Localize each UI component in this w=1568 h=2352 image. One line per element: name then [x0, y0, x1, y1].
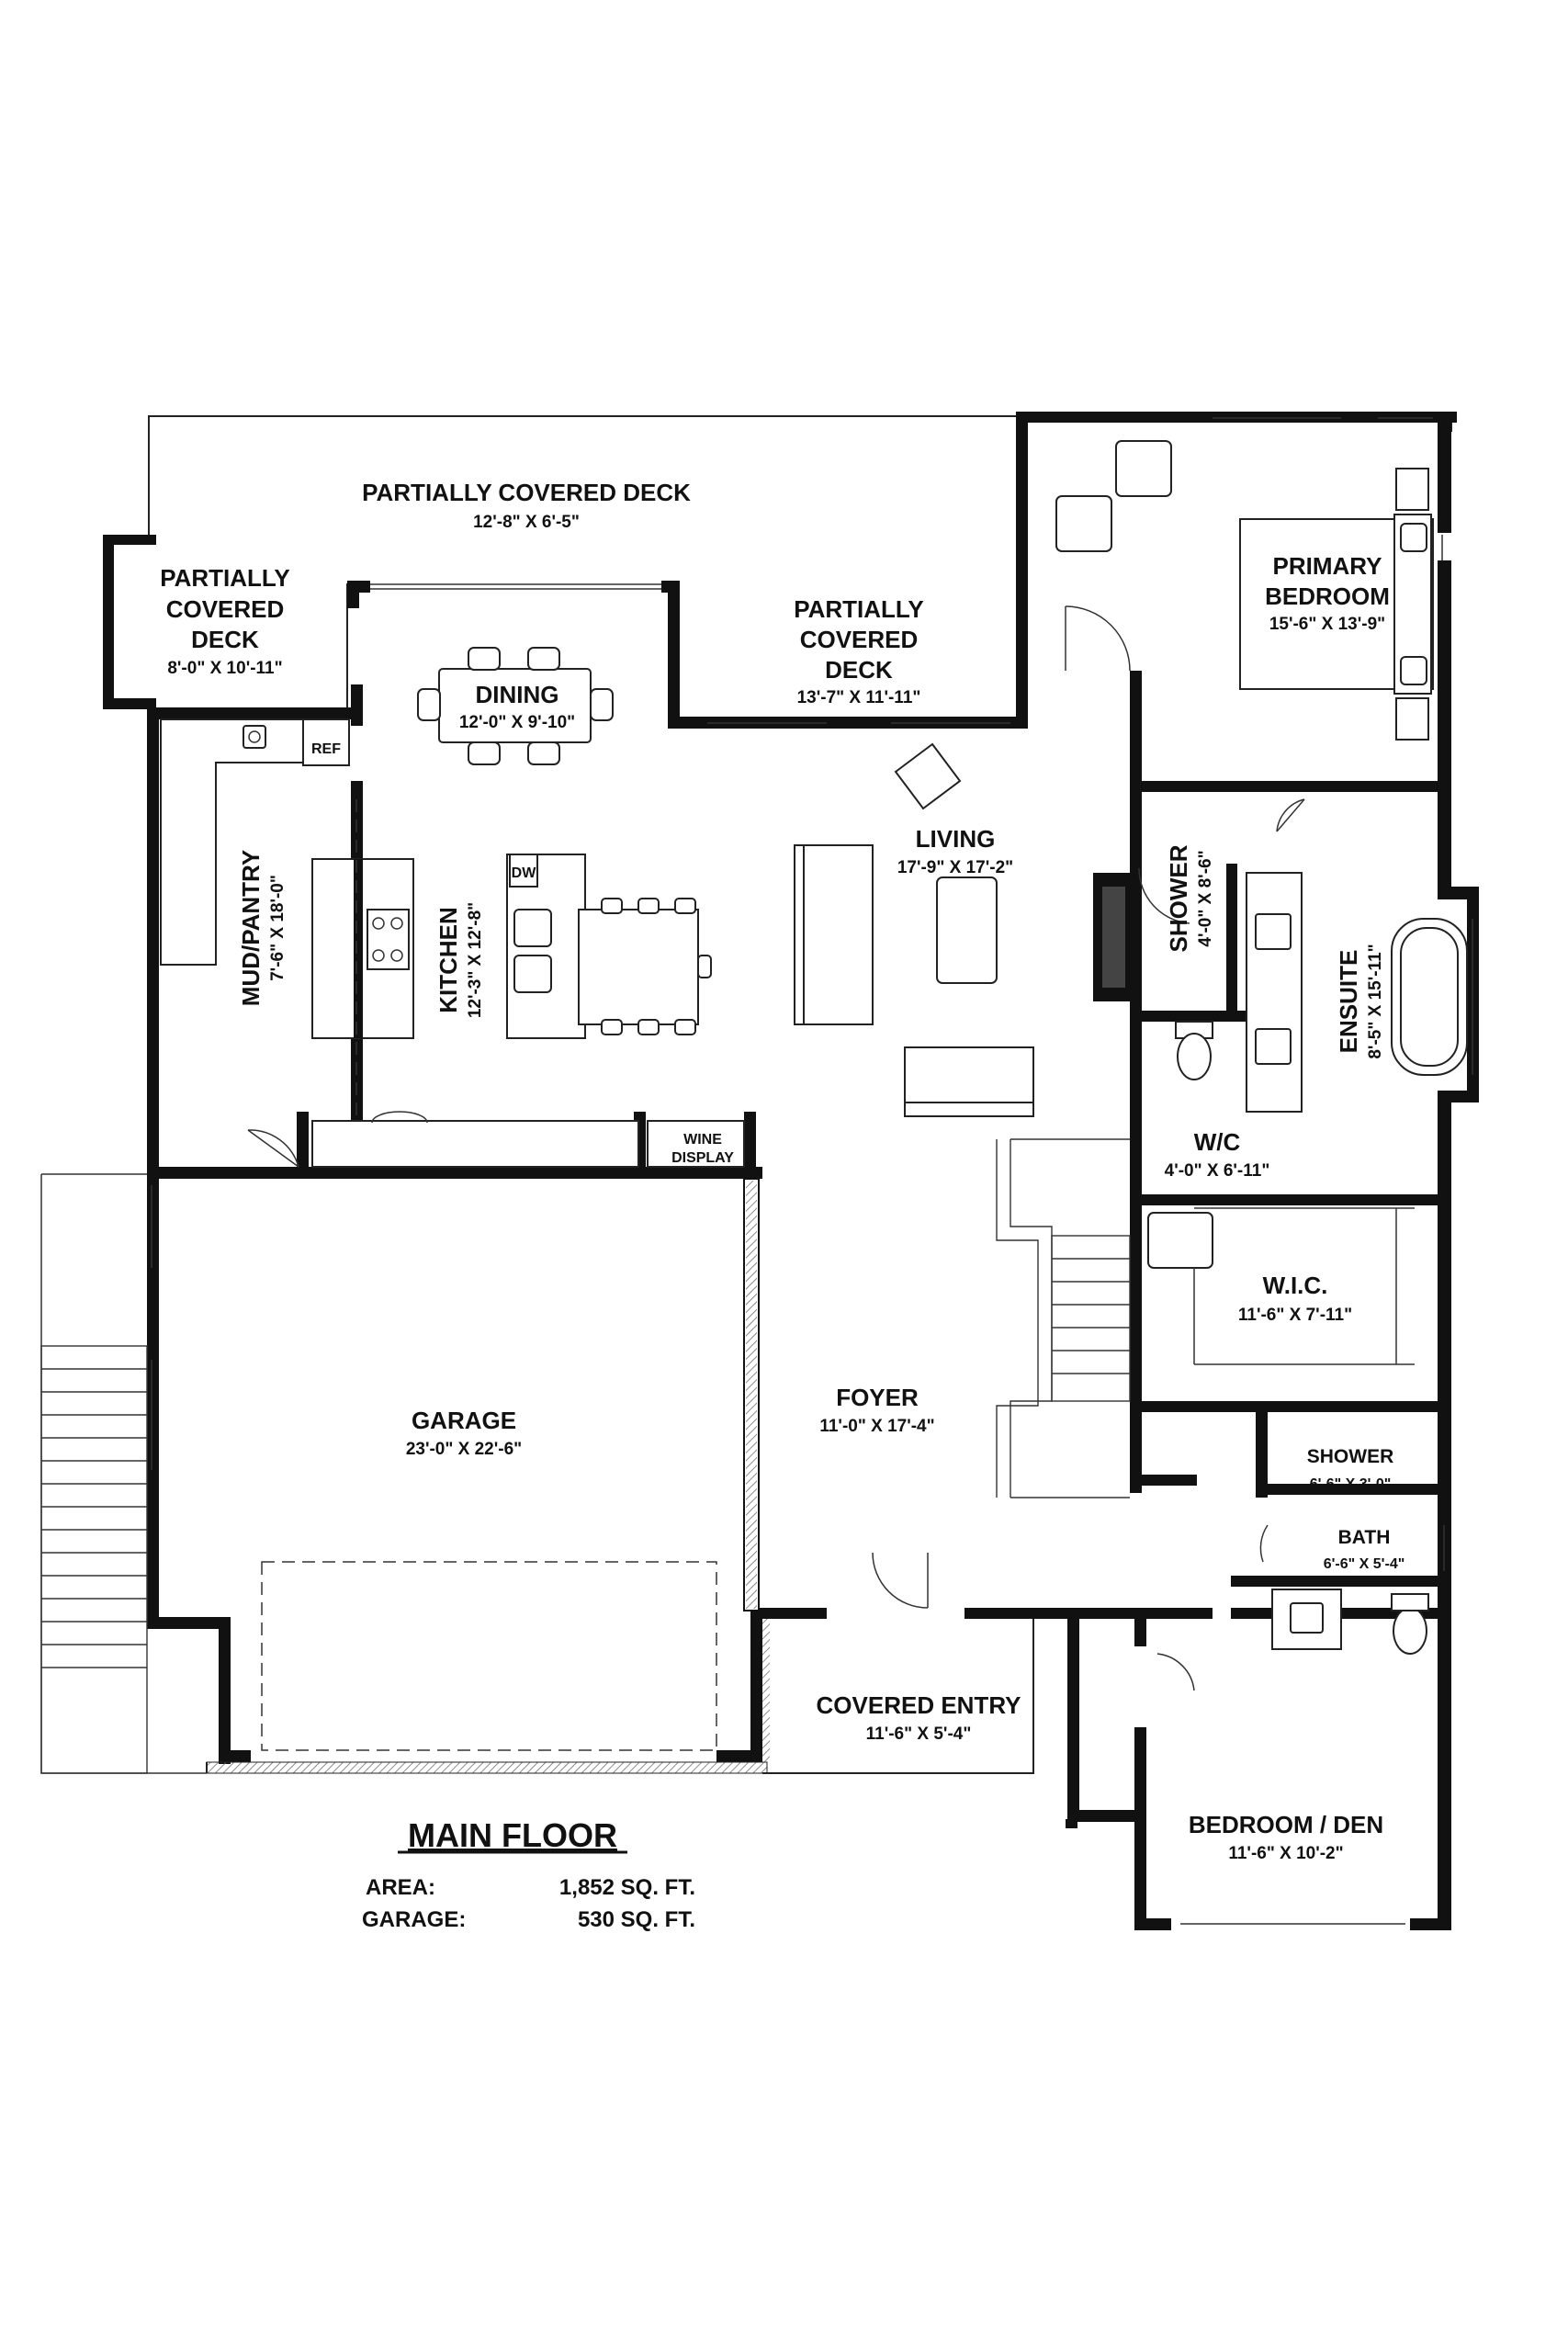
- doors: [247, 605, 1305, 1691]
- wine-display-name-2: DISPLAY: [671, 1150, 734, 1166]
- bedroom-furniture: [1055, 440, 1434, 741]
- shower-bath-name: SHOWER: [1307, 1446, 1394, 1467]
- kitchen-name: KITCHEN: [434, 907, 462, 1013]
- deck-top-dims: 12'-8" X 6'-5": [473, 513, 580, 532]
- living-name: LIVING: [916, 825, 996, 853]
- plan-title: MAIN FLOOR: [408, 1816, 617, 1854]
- primary-bedroom-name-2: BEDROOM: [1265, 582, 1390, 610]
- foyer-name: FOYER: [836, 1384, 919, 1411]
- primary-bedroom-name-1: PRIMARY: [1273, 552, 1382, 580]
- foyer-dims: 11'-0" X 17'-4": [819, 1417, 934, 1436]
- primary-bedroom-dims: 15'-6" X 13'-9": [1269, 615, 1385, 634]
- ensuite-name: ENSUITE: [1335, 950, 1362, 1054]
- room-labels: PARTIALLY COVERED DECK 12'-8" X 6'-5" PA…: [160, 479, 1404, 1863]
- shower-primary-name: SHOWER: [1165, 844, 1192, 952]
- covered-entry-dims: 11'-6" X 5'-4": [866, 1724, 972, 1744]
- bath-dims: 6'-6" X 5'-4": [1324, 1556, 1405, 1572]
- living-furniture: [794, 742, 1130, 1117]
- covered-entry-name: COVERED ENTRY: [817, 1691, 1021, 1719]
- bath-fixtures: [1271, 1589, 1429, 1655]
- wic-dims: 11'-6" X 7'-11": [1238, 1306, 1352, 1325]
- deck-mid-name-3: DECK: [825, 656, 893, 684]
- ensuite-dims: 8'-5" X 15'-11": [1366, 944, 1385, 1058]
- ensuite-fixtures: [1147, 872, 1468, 1365]
- kitchen-dims: 12'-3" X 12'-8": [466, 902, 485, 1018]
- bedroom-den-name: BEDROOM / DEN: [1189, 1811, 1383, 1838]
- garage-value: 530 SQ. FT.: [578, 1907, 695, 1932]
- plan-summary: MAIN FLOOR AREA: 1,852 SQ. FT. GARAGE: 5…: [362, 1816, 695, 1932]
- wic-name: W.I.C.: [1263, 1272, 1328, 1299]
- deck-left-name-1: PARTIALLY: [160, 564, 290, 592]
- deck-left-dims: 8'-0" X 10'-11": [167, 659, 282, 678]
- deck-left-name-2: COVERED: [166, 595, 285, 623]
- mud-fixtures: REF: [160, 718, 357, 1121]
- area-value: 1,852 SQ. FT.: [559, 1875, 695, 1900]
- deck-mid-name-1: PARTIALLY: [794, 595, 924, 623]
- kitchen-fixtures: DW: [311, 854, 745, 1168]
- dining-table: [417, 647, 614, 765]
- mud-pantry-dims: 7'-6" X 18'-0": [268, 875, 288, 981]
- windows: [151, 417, 1473, 1925]
- garage-label: GARAGE:: [362, 1907, 466, 1932]
- exterior-stairs: [40, 1345, 148, 1774]
- deck-top-name: PARTIALLY COVERED DECK: [362, 479, 691, 506]
- living-dims: 17'-9" X 17'-2": [897, 858, 1013, 877]
- garage-name: GARAGE: [412, 1407, 516, 1434]
- mud-pantry-name: MUD/PANTRY: [237, 850, 265, 1006]
- bedroom-den-dims: 11'-6" X 10'-2": [1228, 1844, 1343, 1863]
- deck-left-bump: [103, 535, 156, 709]
- dining-name: DINING: [476, 681, 559, 708]
- interior-stairs: [996, 1138, 1131, 1498]
- deck-left-name-3: DECK: [191, 626, 259, 653]
- wc-dims: 4'-0" X 6'-11": [1165, 1161, 1270, 1181]
- wine-display-name-1: WINE: [683, 1132, 722, 1148]
- shower-bath-dims: 6'-6" X 3'-0": [1310, 1476, 1392, 1492]
- dining-dims: 12'-0" X 9'-10": [459, 713, 575, 732]
- deck-mid-name-2: COVERED: [800, 626, 919, 653]
- shower-primary-dims: 4'-0" X 8'-6": [1196, 850, 1215, 946]
- fridge-tag: REF: [311, 741, 341, 757]
- area-label: AREA:: [366, 1875, 435, 1900]
- deck-mid-dims: 13'-7" X 11'-11": [797, 688, 921, 707]
- garage-dims: 23'-0" X 22'-6": [406, 1440, 522, 1459]
- dishwasher-tag: DW: [512, 865, 537, 881]
- garage-door-outline: [261, 1561, 717, 1751]
- wc-name: W/C: [1194, 1128, 1241, 1156]
- bath-name: BATH: [1338, 1527, 1391, 1548]
